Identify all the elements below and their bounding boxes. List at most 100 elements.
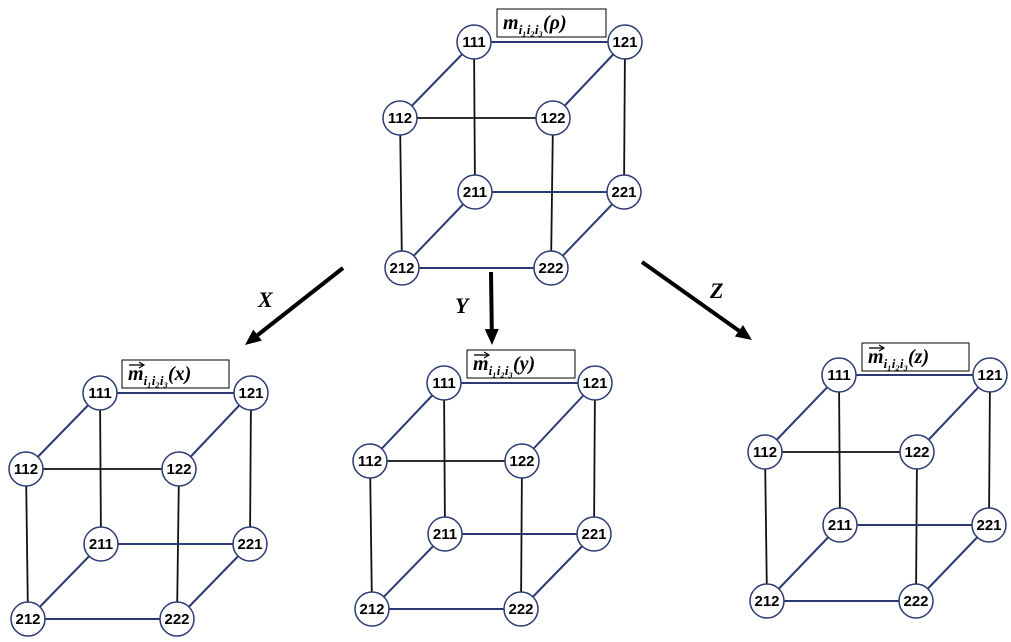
edge-112-212 (25, 468, 29, 620)
node-122: 122 (504, 443, 540, 479)
svg-text:121: 121 (582, 375, 607, 392)
node-222: 222 (159, 601, 195, 637)
edge-121-221 (623, 41, 626, 193)
svg-text:211: 211 (433, 526, 457, 543)
node-111: 111 (82, 375, 118, 411)
svg-text:122: 122 (166, 461, 191, 478)
svg-text:222: 222 (508, 601, 533, 618)
svg-text:212: 212 (754, 593, 779, 610)
svg-text:222: 222 (538, 260, 563, 277)
svg-text:211: 211 (89, 536, 113, 553)
cube-title-x: mi₁i₂i₃(x) (121, 359, 230, 389)
svg-text:222: 222 (903, 593, 928, 610)
node-112: 112 (352, 443, 388, 479)
node-222: 222 (898, 583, 934, 619)
node-121: 121 (972, 357, 1008, 393)
arrow-z: Z (640, 260, 752, 340)
arrow-label-y: Y (455, 293, 471, 318)
arrowhead-icon (484, 328, 499, 345)
edge-121-221 (988, 374, 991, 526)
svg-text:mi₁i₂i₃(ρ): mi₁i₂i₃(ρ) (503, 12, 567, 37)
svg-text:121: 121 (238, 385, 263, 402)
svg-text:122: 122 (904, 444, 929, 461)
node-122: 122 (161, 451, 197, 487)
svg-text:112: 112 (358, 453, 382, 470)
node-111: 111 (821, 357, 857, 393)
edge-112-212 (369, 460, 373, 610)
arrow-x: X (245, 266, 345, 345)
edge-112-212 (764, 451, 768, 602)
node-221: 221 (576, 516, 612, 552)
node-221: 221 (232, 526, 268, 562)
svg-text:221: 221 (976, 517, 1001, 534)
edge-111-211 (99, 392, 102, 545)
node-111: 111 (456, 24, 492, 60)
node-212: 212 (384, 250, 420, 286)
cube-top: 111 121 112 122 211 221 212 222 mi₁i₂i₃(ρ) (382, 8, 643, 286)
edge-121-221 (593, 382, 596, 535)
node-112: 112 (8, 451, 44, 487)
svg-text:122: 122 (540, 110, 565, 127)
svg-text:112: 112 (388, 110, 412, 127)
node-212: 212 (10, 601, 46, 637)
svg-text:111: 111 (432, 375, 455, 392)
arrowhead-icon (245, 329, 262, 345)
node-211: 211 (457, 174, 493, 210)
node-112: 112 (382, 100, 418, 136)
svg-text:121: 121 (612, 34, 637, 51)
svg-text:211: 211 (463, 184, 487, 201)
edge-121-221 (249, 392, 252, 545)
edge-111-112 (369, 382, 445, 462)
svg-text:mi₁i₂i₃(z): mi₁i₂i₃(z) (868, 346, 929, 371)
node-211: 211 (822, 507, 858, 543)
edge-111-112 (764, 374, 840, 453)
node-221: 221 (606, 174, 642, 210)
edge-111-211 (838, 374, 841, 526)
node-121: 121 (233, 375, 269, 411)
node-222: 222 (533, 250, 569, 286)
svg-text:221: 221 (581, 526, 606, 543)
svg-text:mi₁i₂i₃(x): mi₁i₂i₃(x) (128, 363, 191, 388)
node-221: 221 (971, 507, 1007, 543)
svg-text:221: 221 (611, 184, 636, 201)
node-121: 121 (607, 24, 643, 60)
node-111: 111 (426, 365, 462, 401)
arrow-label-x: X (257, 287, 274, 312)
svg-text:122: 122 (509, 453, 534, 470)
edge-122-222 (915, 451, 918, 602)
svg-text:111: 111 (462, 34, 485, 51)
cube-y: 111 121 112 122 211 221 212 222 mi₁i₂i₃(y) (352, 349, 613, 627)
svg-text:212: 212 (389, 260, 414, 277)
svg-text:111: 111 (827, 367, 850, 384)
svg-text:221: 221 (237, 536, 262, 553)
arrow-y: Y (455, 271, 499, 345)
svg-text:112: 112 (753, 444, 777, 461)
svg-text:212: 212 (15, 611, 40, 628)
arrowhead-icon (734, 325, 752, 340)
svg-text:mi₁i₂i₃(y): mi₁i₂i₃(y) (473, 353, 535, 378)
node-222: 222 (503, 591, 539, 627)
node-112: 112 (747, 434, 783, 470)
cube-title-y: mi₁i₂i₃(y) (466, 349, 576, 379)
cube-x: 111 121 112 122 211 221 212 222 mi₁i₂i₃(x) (8, 359, 269, 637)
svg-text:121: 121 (977, 367, 1002, 384)
cube-title-top: mi₁i₂i₃(ρ) (496, 8, 607, 38)
cube-z: 111 121 112 122 211 221 212 222 mi₁i₂i₃(z) (747, 342, 1008, 619)
arrow-label-z: Z (709, 278, 723, 303)
edge-111-211 (473, 41, 476, 193)
svg-text:211: 211 (828, 517, 852, 534)
node-122: 122 (535, 100, 571, 136)
edge-111-211 (443, 382, 446, 535)
node-212: 212 (749, 583, 785, 619)
cube-title-z: mi₁i₂i₃(z) (861, 342, 970, 372)
node-121: 121 (577, 365, 613, 401)
svg-text:111: 111 (88, 385, 111, 402)
node-211: 211 (83, 526, 119, 562)
node-212: 212 (354, 591, 390, 627)
svg-text:222: 222 (164, 611, 189, 628)
svg-text:212: 212 (359, 601, 384, 618)
svg-text:112: 112 (14, 461, 38, 478)
node-122: 122 (899, 434, 935, 470)
edge-121-122 (521, 382, 596, 462)
